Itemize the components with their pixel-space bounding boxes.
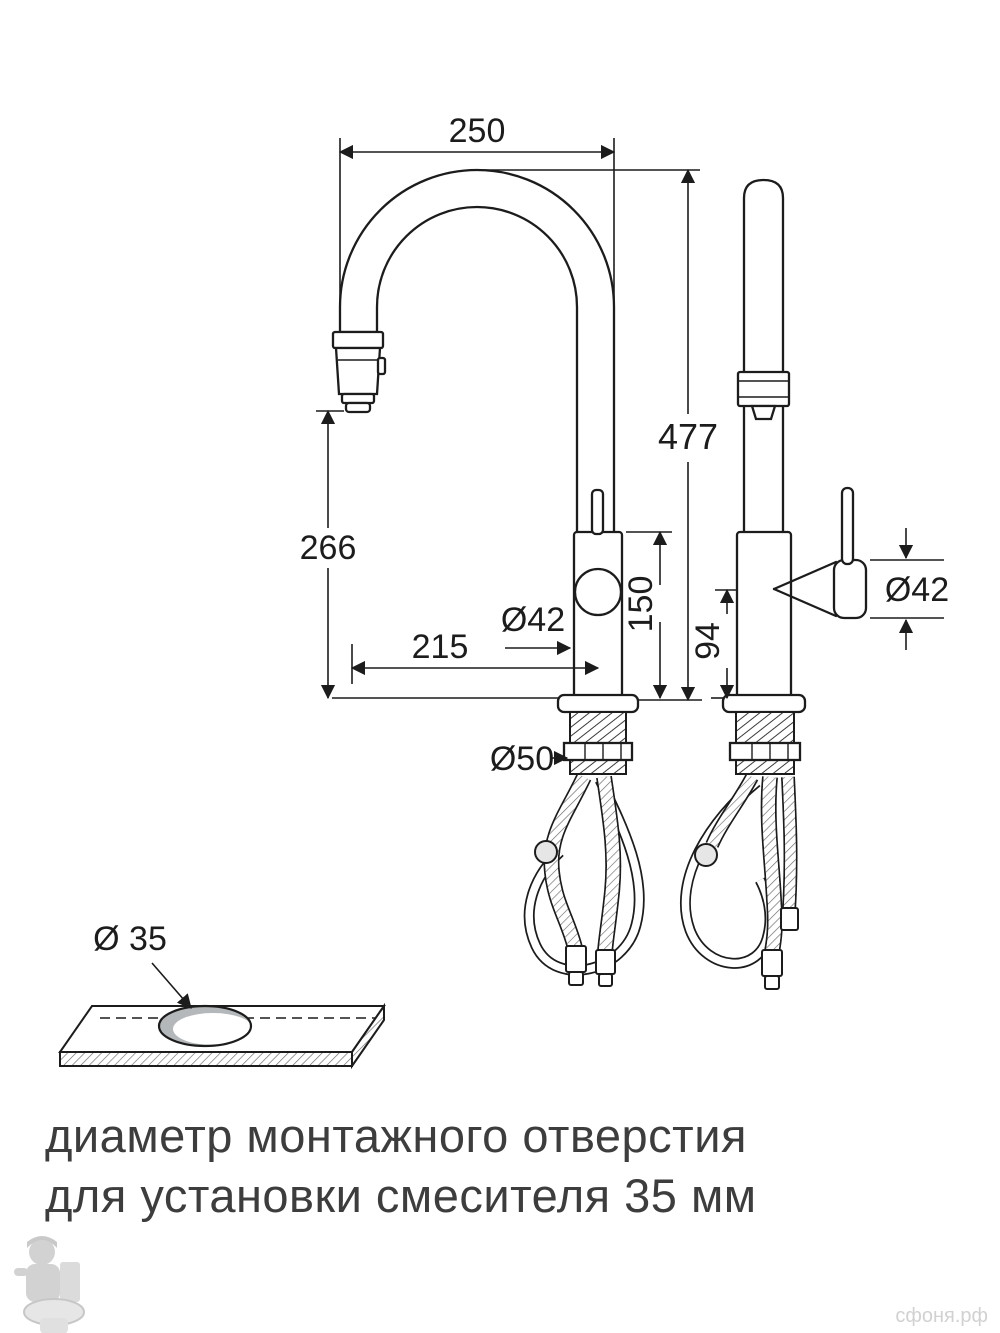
locknut-side	[728, 741, 802, 762]
mounting-hole-diagram: Ø 35	[58, 920, 386, 1070]
dim-spout-height: 266	[300, 409, 558, 700]
handle-lever-side	[840, 486, 855, 566]
spout-arc-outer	[338, 168, 616, 534]
countertop-end-face	[351, 1002, 385, 1070]
faucet-side-view	[680, 178, 868, 990]
sprayer-side	[736, 370, 791, 421]
locknut-front	[562, 741, 634, 762]
side-supply-hoses	[680, 773, 799, 990]
hose-nut-tip	[764, 975, 780, 990]
hose-nut-tip	[598, 973, 613, 987]
caption: диаметр монтажного отверстия для установ…	[45, 1109, 757, 1222]
dim-94-label: 94	[689, 622, 727, 660]
valve-knob	[534, 840, 558, 864]
dia42-side-label: Ø42	[885, 571, 949, 609]
braided-hose-branch	[705, 773, 759, 848]
hose-nut	[780, 907, 799, 931]
caption-line-2: для установки смесителя 35 мм	[45, 1169, 757, 1222]
base-flange-side	[721, 693, 807, 714]
dim-spout-reach: 215	[350, 628, 600, 684]
dim-477-label: 477	[658, 416, 718, 457]
aerator	[344, 401, 372, 414]
dia50-label: Ø50	[490, 740, 554, 778]
watermark-site-text: сфоня.рф	[895, 1305, 988, 1327]
braided-hose-side-right	[781, 776, 798, 911]
dim-handle-diameter: Ø42	[870, 528, 949, 650]
hose-nut	[595, 949, 616, 975]
base-flange-front	[556, 693, 640, 714]
dimension-annotations: 250 477 266 150 Ø42	[300, 112, 950, 778]
caption-line-1: диаметр монтажного отверстия	[45, 1109, 747, 1162]
hose-nut-tip	[568, 971, 584, 986]
countertop-front-face	[59, 1051, 353, 1067]
sprayer-button	[376, 356, 387, 376]
faucet-front-view	[331, 168, 645, 987]
dim-215-label: 215	[412, 628, 469, 666]
handle-side	[772, 486, 868, 620]
dim-total-height: 477	[480, 168, 718, 702]
plumber-mascot-watermark	[14, 1236, 85, 1333]
handle-joint-front	[573, 567, 623, 617]
dim-266-label: 266	[300, 529, 357, 567]
front-supply-hoses	[523, 773, 645, 987]
braided-hose-right	[596, 775, 622, 953]
hose-nut	[565, 945, 587, 973]
dim-150-label: 150	[622, 576, 660, 633]
braided-hose-center	[760, 776, 783, 954]
sprayer-head	[331, 330, 387, 414]
spout-arc-inner	[375, 205, 579, 534]
dim-body-height: 150	[622, 530, 672, 700]
faucet-body-side	[735, 530, 793, 699]
dim-arc-width: 250	[338, 112, 616, 300]
handle-cap-side	[832, 558, 868, 620]
dim-body-diameter: Ø42	[501, 601, 572, 656]
dim-base-to-handle: 94	[689, 588, 737, 700]
braided-hose-left	[543, 773, 592, 951]
valve-knob-side	[694, 843, 718, 867]
dia42-front-label: Ø42	[501, 601, 565, 639]
handle-lever-front	[590, 488, 605, 536]
hose-nut	[761, 949, 783, 977]
mounting-hole	[157, 1004, 253, 1048]
dim-250-label: 250	[449, 112, 506, 150]
riser-column-side	[742, 178, 785, 534]
hole-diameter-label: Ø 35	[93, 920, 167, 958]
dim-shank-diameter: Ø50	[490, 740, 569, 778]
